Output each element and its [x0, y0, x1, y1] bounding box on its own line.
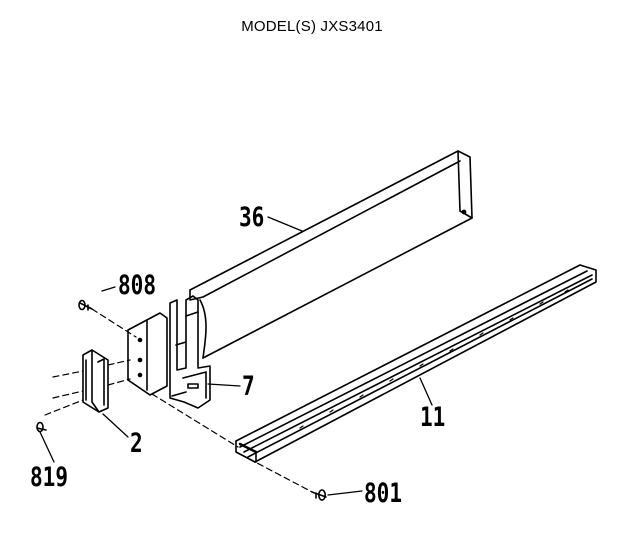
mounting-plate: [127, 312, 168, 396]
callout-part-11: 11: [420, 402, 446, 433]
screw-part-808: [78, 299, 93, 311]
end-cap-part-2: [82, 349, 109, 413]
page-title: MODEL(S) JXS3401: [241, 18, 383, 35]
callout-part-819: 819: [30, 462, 69, 493]
panel-part-36: [189, 150, 473, 359]
callout-part-808: 808: [118, 270, 157, 301]
end-bracket-part-7: [169, 295, 211, 409]
screw-part-819: [36, 421, 47, 433]
callout-part-801: 801: [364, 478, 403, 509]
trim-strip-serrations: [299, 289, 569, 429]
leader-lines: [39, 216, 433, 496]
assembly-lines: [44, 308, 315, 494]
screw-part-801: [311, 489, 327, 501]
trim-strip-part-11: [235, 264, 597, 463]
callout-part-7: 7: [242, 371, 255, 402]
callout-part-2: 2: [130, 428, 143, 459]
callout-part-36: 36: [239, 202, 265, 233]
